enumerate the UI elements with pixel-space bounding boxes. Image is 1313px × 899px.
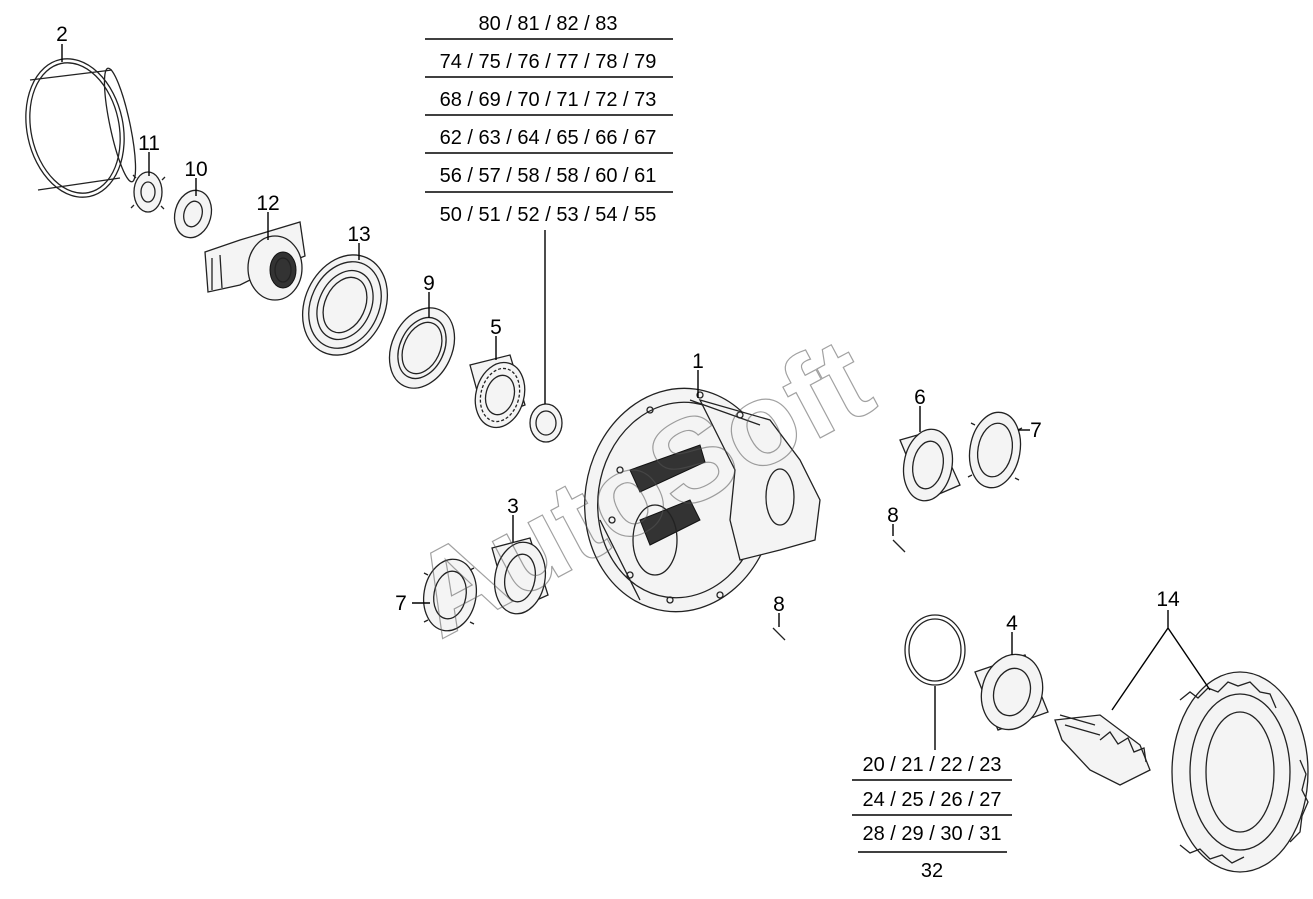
part-11-nut-drawing: [130, 171, 166, 213]
callout-7-right: 7: [1030, 419, 1042, 442]
callout-13: 13: [347, 223, 370, 246]
callout-3: 3: [507, 495, 519, 518]
part-1-housing-drawing: [583, 387, 821, 613]
leader-lines: [61, 44, 1211, 750]
group-bottom-row-3: 28 / 29 / 30 / 31: [863, 823, 1002, 845]
group-top-row-1: 80 / 81 / 82 / 83: [479, 13, 618, 35]
group-bottom-row-2: 24 / 25 / 26 / 27: [863, 789, 1002, 811]
part-10-washer-drawing: [173, 189, 213, 239]
group-top-row-5: 56 / 57 / 58 / 58 / 60 / 61: [440, 165, 657, 187]
callout-6: 6: [914, 386, 926, 409]
watermark-text: AutoSoft: [390, 313, 892, 663]
group-top-row-6: 50 / 51 / 52 / 53 / 54 / 55: [440, 204, 657, 226]
part-3-bearing-drawing: [491, 537, 549, 615]
part-shim-ring-drawing: [904, 614, 966, 686]
part-4-bearing-drawing: [974, 653, 1049, 731]
callout-12: 12: [256, 192, 279, 215]
part-8-pin-drawing: [772, 539, 906, 641]
part-12-flange-drawing: [204, 221, 306, 301]
group-bottom-row-1: 20 / 21 / 22 / 23: [863, 754, 1002, 776]
group-label-bottom: 20 / 21 / 22 / 23 24 / 25 / 26 / 27 28 /…: [852, 754, 1012, 882]
callout-labels: 2 11 10 12 13 9 5 1 6 7 8 3 7 8 4 14: [56, 23, 1180, 635]
part-14-gear-set-drawing: [1054, 671, 1309, 873]
part-9-ring-drawing: [388, 307, 456, 389]
part-13-seal-drawing: [301, 254, 389, 356]
group-top-row-2: 74 / 75 / 76 / 77 / 78 / 79: [440, 51, 657, 73]
part-7-nut-right-drawing: [967, 411, 1023, 489]
callout-10: 10: [184, 158, 207, 181]
callout-14: 14: [1156, 588, 1180, 611]
callout-7-left: 7: [395, 592, 407, 615]
callout-2: 2: [56, 23, 68, 46]
callout-9: 9: [423, 272, 435, 295]
part-2-ring-drawing: [25, 58, 137, 198]
part-6-bearing-drawing: [899, 428, 961, 502]
callout-4: 4: [1006, 612, 1018, 635]
callout-8-lower: 8: [773, 593, 785, 616]
part-5-bearing-drawing: [469, 354, 526, 429]
group-top-row-3: 68 / 69 / 70 / 71 / 72 / 73: [440, 89, 657, 111]
group-bottom-row-4: 32: [921, 860, 943, 882]
group-label-top: 80 / 81 / 82 / 83 74 / 75 / 76 / 77 / 78…: [425, 13, 673, 226]
callout-8-upper: 8: [887, 504, 899, 527]
callout-11: 11: [138, 132, 160, 155]
callout-5: 5: [490, 316, 502, 339]
callout-1: 1: [692, 350, 704, 373]
part-7-nut-left-drawing: [422, 558, 478, 632]
part-seal-ring-drawing: [529, 403, 563, 443]
group-top-row-4: 62 / 63 / 64 / 65 / 66 / 67: [440, 127, 657, 149]
